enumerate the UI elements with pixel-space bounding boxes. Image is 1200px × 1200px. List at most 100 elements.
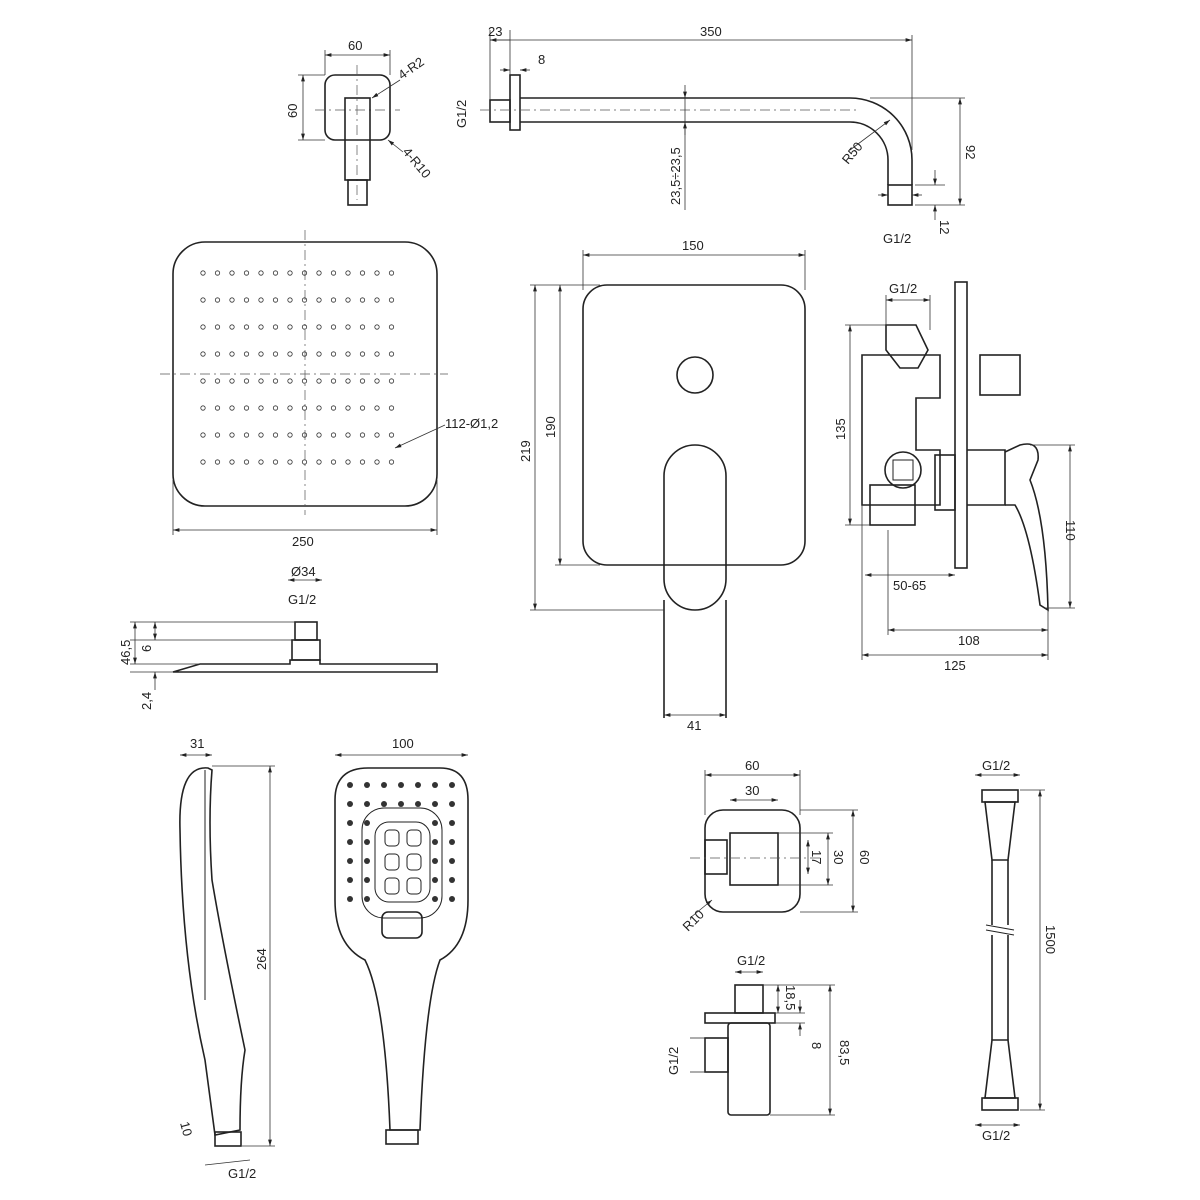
dim-thread: G1/2 xyxy=(288,592,316,607)
nozzle-dot xyxy=(214,351,221,357)
nozzle-dot xyxy=(359,324,366,330)
nozzle-dot xyxy=(345,324,351,330)
nozzle-dot xyxy=(301,432,308,438)
nozzle-dot xyxy=(214,324,221,330)
nozzle-dot xyxy=(359,270,366,276)
wall-connector-drawing: 60 60 4-R2 4-R10 xyxy=(285,38,434,206)
nozzle-dot xyxy=(388,378,395,384)
hand-nozzle-dot xyxy=(398,782,404,788)
hand-nozzle-dot xyxy=(347,820,353,826)
dim-nut: 6 xyxy=(139,645,154,652)
nozzle-dot xyxy=(330,432,337,438)
nozzle-dot xyxy=(374,270,380,276)
wall-outlet-side-view: G1/2 18,5 8 83,5 G1/2 xyxy=(666,953,852,1116)
nozzle-dot xyxy=(229,378,235,384)
nozzle-dots xyxy=(200,270,395,465)
nozzle-dot xyxy=(388,297,395,303)
dim-thread-side: G1/2 xyxy=(666,1047,681,1075)
hand-nozzle-dot xyxy=(364,801,370,807)
nozzle-dot xyxy=(345,378,351,384)
dim-height: 135 xyxy=(833,418,848,440)
nozzle-dot xyxy=(258,351,264,357)
nozzle-dot xyxy=(258,459,264,465)
hand-nozzle-dot xyxy=(347,896,353,902)
nozzle-dot xyxy=(359,405,366,411)
nozzle-dot xyxy=(316,297,322,303)
dim-total-height: 219 xyxy=(518,440,533,462)
dim-thread-len: 12 xyxy=(937,220,952,234)
nozzle-dot xyxy=(272,351,279,357)
mixer-plate-front-view: 150 219 190 41 xyxy=(518,238,806,733)
nozzle-dot xyxy=(345,270,351,276)
hand-nozzle-dot xyxy=(415,801,421,807)
hand-jet-nozzle xyxy=(406,853,422,871)
nozzle-dot xyxy=(388,405,395,411)
nozzle-dot xyxy=(287,351,293,357)
hand-nozzle-dot xyxy=(347,801,353,807)
hand-nozzle-dot xyxy=(415,782,421,788)
nozzle-dot xyxy=(287,270,293,276)
dim-thickness: 31 xyxy=(190,736,204,751)
hand-nozzle-dot xyxy=(432,839,438,845)
nozzle-dot xyxy=(272,405,279,411)
nozzle-dot xyxy=(214,459,221,465)
nozzle-dot xyxy=(359,459,366,465)
shower-arm-drawing: 23 350 8 G1/2 23,5÷23,5 R50 92 12 G1/2 xyxy=(454,24,978,246)
dim-width: 60 xyxy=(348,38,362,53)
hand-nozzle-dot xyxy=(449,820,455,826)
hand-nozzle-dot xyxy=(432,801,438,807)
dim-thread-in: G1/2 xyxy=(454,100,469,128)
hand-nozzle-dot xyxy=(347,782,353,788)
hand-nozzle-dot xyxy=(432,782,438,788)
hand-nozzle-dot xyxy=(347,858,353,864)
hand-nozzle-dot xyxy=(432,858,438,864)
hand-jet-nozzle xyxy=(384,829,400,847)
nozzle-dot xyxy=(200,324,206,330)
hand-nozzle-dot xyxy=(398,801,404,807)
dim-depth-range: 50-65 xyxy=(893,578,926,593)
nozzle-dot xyxy=(388,459,395,465)
dim-thread: G1/2 xyxy=(889,281,917,296)
shower-hose-drawing: G1/2 1500 G1/2 xyxy=(975,758,1058,1143)
nozzle-dot xyxy=(316,405,322,411)
nozzle-dot xyxy=(359,432,366,438)
nozzle-dot xyxy=(214,378,221,384)
dim-pipe-size: 23,5÷23,5 xyxy=(668,147,683,205)
nozzle-dot xyxy=(258,270,264,276)
hand-shower-front-view: 100 xyxy=(334,736,469,1145)
nozzle-dot xyxy=(374,405,380,411)
nozzle-dot xyxy=(258,432,264,438)
nozzle-dot xyxy=(243,459,250,465)
hand-nozzle-dot xyxy=(449,896,455,902)
dim-inner-width: 30 xyxy=(745,783,759,798)
dim-width: 100 xyxy=(392,736,414,751)
dim-length: 264 xyxy=(254,948,269,970)
nozzle-dot xyxy=(229,297,235,303)
nozzle-dot xyxy=(229,459,235,465)
nozzle-dot xyxy=(214,405,221,411)
dim-thread-out: G1/2 xyxy=(883,231,911,246)
nozzle-dot xyxy=(200,432,206,438)
nozzle-dot xyxy=(374,297,380,303)
dim-neck-dia: Ø34 xyxy=(291,564,316,579)
nozzle-dot xyxy=(243,324,250,330)
hand-nozzle-dot xyxy=(364,896,370,902)
dim-depth: 83,5 xyxy=(837,1040,852,1065)
nozzle-dot xyxy=(374,432,380,438)
nozzle-dot xyxy=(374,459,380,465)
nozzle-dot xyxy=(301,405,308,411)
dim-height: 60 xyxy=(285,104,300,118)
nozzle-dot xyxy=(287,405,293,411)
hand-nozzle-dot xyxy=(364,877,370,883)
nozzle-dot xyxy=(388,432,395,438)
dim-bend-radius: R50 xyxy=(839,139,866,167)
nozzle-dot xyxy=(243,270,250,276)
dim-width: 150 xyxy=(682,238,704,253)
dim-corner-inner: 4-R2 xyxy=(395,54,427,82)
hand-nozzle-dot xyxy=(449,858,455,864)
dim-radius: R10 xyxy=(680,907,707,934)
dim-thread: G1/2 xyxy=(228,1166,256,1181)
nozzle-dot xyxy=(287,378,293,384)
hand-jet-nozzle xyxy=(406,829,422,847)
